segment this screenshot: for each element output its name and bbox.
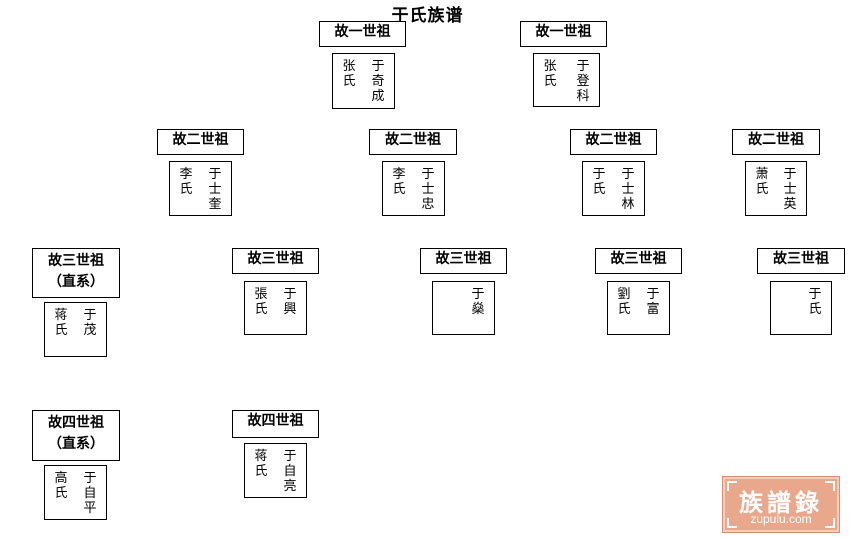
gen2-person-box-1: 李 氏 于 士 奎 xyxy=(169,161,232,216)
wife-name: 高 氏 xyxy=(54,471,68,501)
wife-name: 萧 氏 xyxy=(755,167,769,197)
gen2-person-box-2: 李 氏 于 士 忠 xyxy=(382,161,445,216)
husband-name: 于 士 林 xyxy=(621,167,635,212)
gen2-person-box-3: 于 氏 于 士 林 xyxy=(582,161,645,216)
gen2-label-4: 故二世祖 xyxy=(732,129,820,155)
direct-line-tag: （直系） xyxy=(48,436,104,452)
gen2-label-2: 故二世祖 xyxy=(369,129,457,155)
gen1-person-box-1: 张 氏 于 奇 成 xyxy=(332,53,395,109)
gen2-person-box-4: 萧 氏 于 士 英 xyxy=(745,161,807,216)
husband-name: 于 氏 xyxy=(808,287,822,317)
gen3-person-box-4: 劉 氏 于 富 xyxy=(607,281,670,335)
gen3-label-3: 故三世祖 xyxy=(420,248,507,274)
husband-name: 于 自 亮 xyxy=(283,449,297,494)
logo-text: 族譜錄 xyxy=(739,488,823,517)
gen3-person-box-1: 蒋 氏 于 茂 xyxy=(44,302,107,357)
gen3-label-1: 故三世祖（直系） xyxy=(32,248,120,298)
husband-name: 于 自 平 xyxy=(83,471,97,516)
gen3-person-box-3: 于 燊 xyxy=(432,281,495,335)
husband-name: 于 士 奎 xyxy=(208,167,222,212)
wife-name: 李 氏 xyxy=(392,167,406,197)
wife-name: 张 氏 xyxy=(342,59,356,89)
husband-name: 于 燊 xyxy=(471,287,485,317)
zupulu-logo-watermark: 族譜錄 zupulu.com xyxy=(722,476,840,533)
wife-name: 蒋 氏 xyxy=(254,449,268,479)
husband-name: 于 興 xyxy=(283,287,297,317)
husband-name: 于 士 英 xyxy=(783,167,797,212)
logo-url: zupulu.com xyxy=(750,512,812,526)
gen3-label-5: 故三世祖 xyxy=(757,248,845,274)
husband-name: 于 富 xyxy=(646,287,660,317)
husband-name: 于 奇 成 xyxy=(371,59,385,104)
gen4-label-2: 故四世祖 xyxy=(232,410,319,438)
husband-name: 于 茂 xyxy=(83,308,97,338)
wife-name: 张 氏 xyxy=(543,59,557,89)
gen3-person-box-5: 于 氏 xyxy=(770,281,832,335)
gen1-person-box-2: 张 氏 于 登 科 xyxy=(533,53,600,107)
wife-name: 于 氏 xyxy=(592,167,606,197)
direct-line-tag: （直系） xyxy=(48,274,104,290)
gen3-label-2: 故三世祖 xyxy=(232,248,319,274)
gen4-person-box-1: 高 氏 于 自 平 xyxy=(44,465,107,520)
gen2-label-3: 故二世祖 xyxy=(570,129,657,155)
gen4-person-box-2: 蒋 氏 于 自 亮 xyxy=(244,443,307,498)
gen2-label-1: 故二世祖 xyxy=(157,129,244,155)
page-title: 于氏族谱 xyxy=(391,6,464,26)
gen1-label-2: 故一世祖 xyxy=(520,21,607,47)
husband-name: 于 登 科 xyxy=(576,59,590,104)
husband-name: 于 士 忠 xyxy=(421,167,435,212)
gen4-label-1: 故四世祖（直系） xyxy=(32,410,120,461)
wife-name: 蒋 氏 xyxy=(54,308,68,338)
wife-name: 張 氏 xyxy=(254,287,268,317)
gen3-label-4: 故三世祖 xyxy=(595,248,682,274)
wife-name: 李 氏 xyxy=(179,167,193,197)
gen1-label-1: 故一世祖 xyxy=(319,21,406,47)
wife-name: 劉 氏 xyxy=(617,287,631,317)
gen3-person-box-2: 張 氏 于 興 xyxy=(244,281,307,335)
